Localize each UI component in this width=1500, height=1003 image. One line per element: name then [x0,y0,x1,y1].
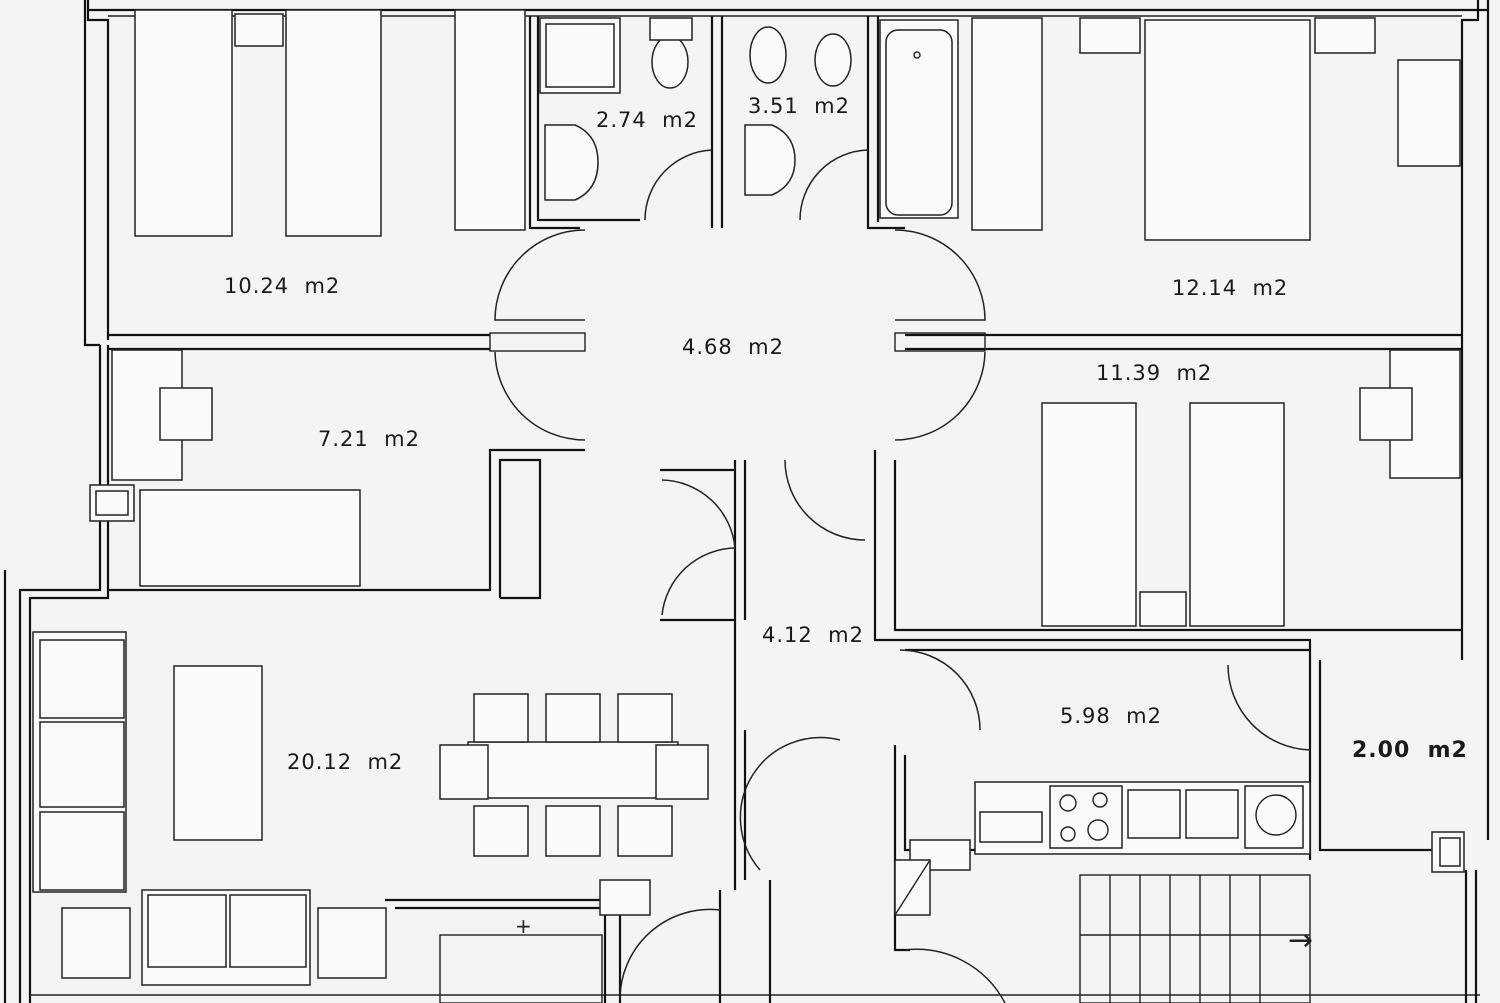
plus-mark-icon: + [515,914,532,938]
bedroom-1-furniture [134,9,526,237]
interior-walls [108,16,1465,1003]
bedroom-2-area: 7.21 m2 [318,427,420,451]
master-bedroom-area: 12.14 m2 [1172,276,1288,300]
bedroom-2-furniture [89,349,361,587]
bathroom-2-fixtures [744,17,1043,231]
bathroom-1-fixtures [539,17,693,201]
hall-area: 4.68 m2 [682,335,784,359]
doors [494,149,1311,1003]
area-labels: 10.24 m2 2.74 m2 3.51 m2 12.14 m2 4.68 m… [224,94,1468,774]
bathroom-1-area: 2.74 m2 [596,108,698,132]
laundry-area: 2.00 m2 [1352,738,1468,763]
kitchen-area: 5.98 m2 [1060,704,1162,728]
bathroom-2-area: 3.51 m2 [748,94,850,118]
living-furniture [32,631,709,986]
stair-arrow-icon: → [1288,923,1313,958]
master-bedroom-furniture [1079,17,1461,241]
bedroom-1-area: 10.24 m2 [224,274,340,298]
bedroom-3-furniture [1041,349,1461,627]
bedroom-3-area: 11.39 m2 [1096,361,1212,385]
living-dining-area: 20.12 m2 [287,750,403,774]
kitchen-furniture [974,781,1311,855]
corridor-area: 4.12 m2 [762,623,864,647]
